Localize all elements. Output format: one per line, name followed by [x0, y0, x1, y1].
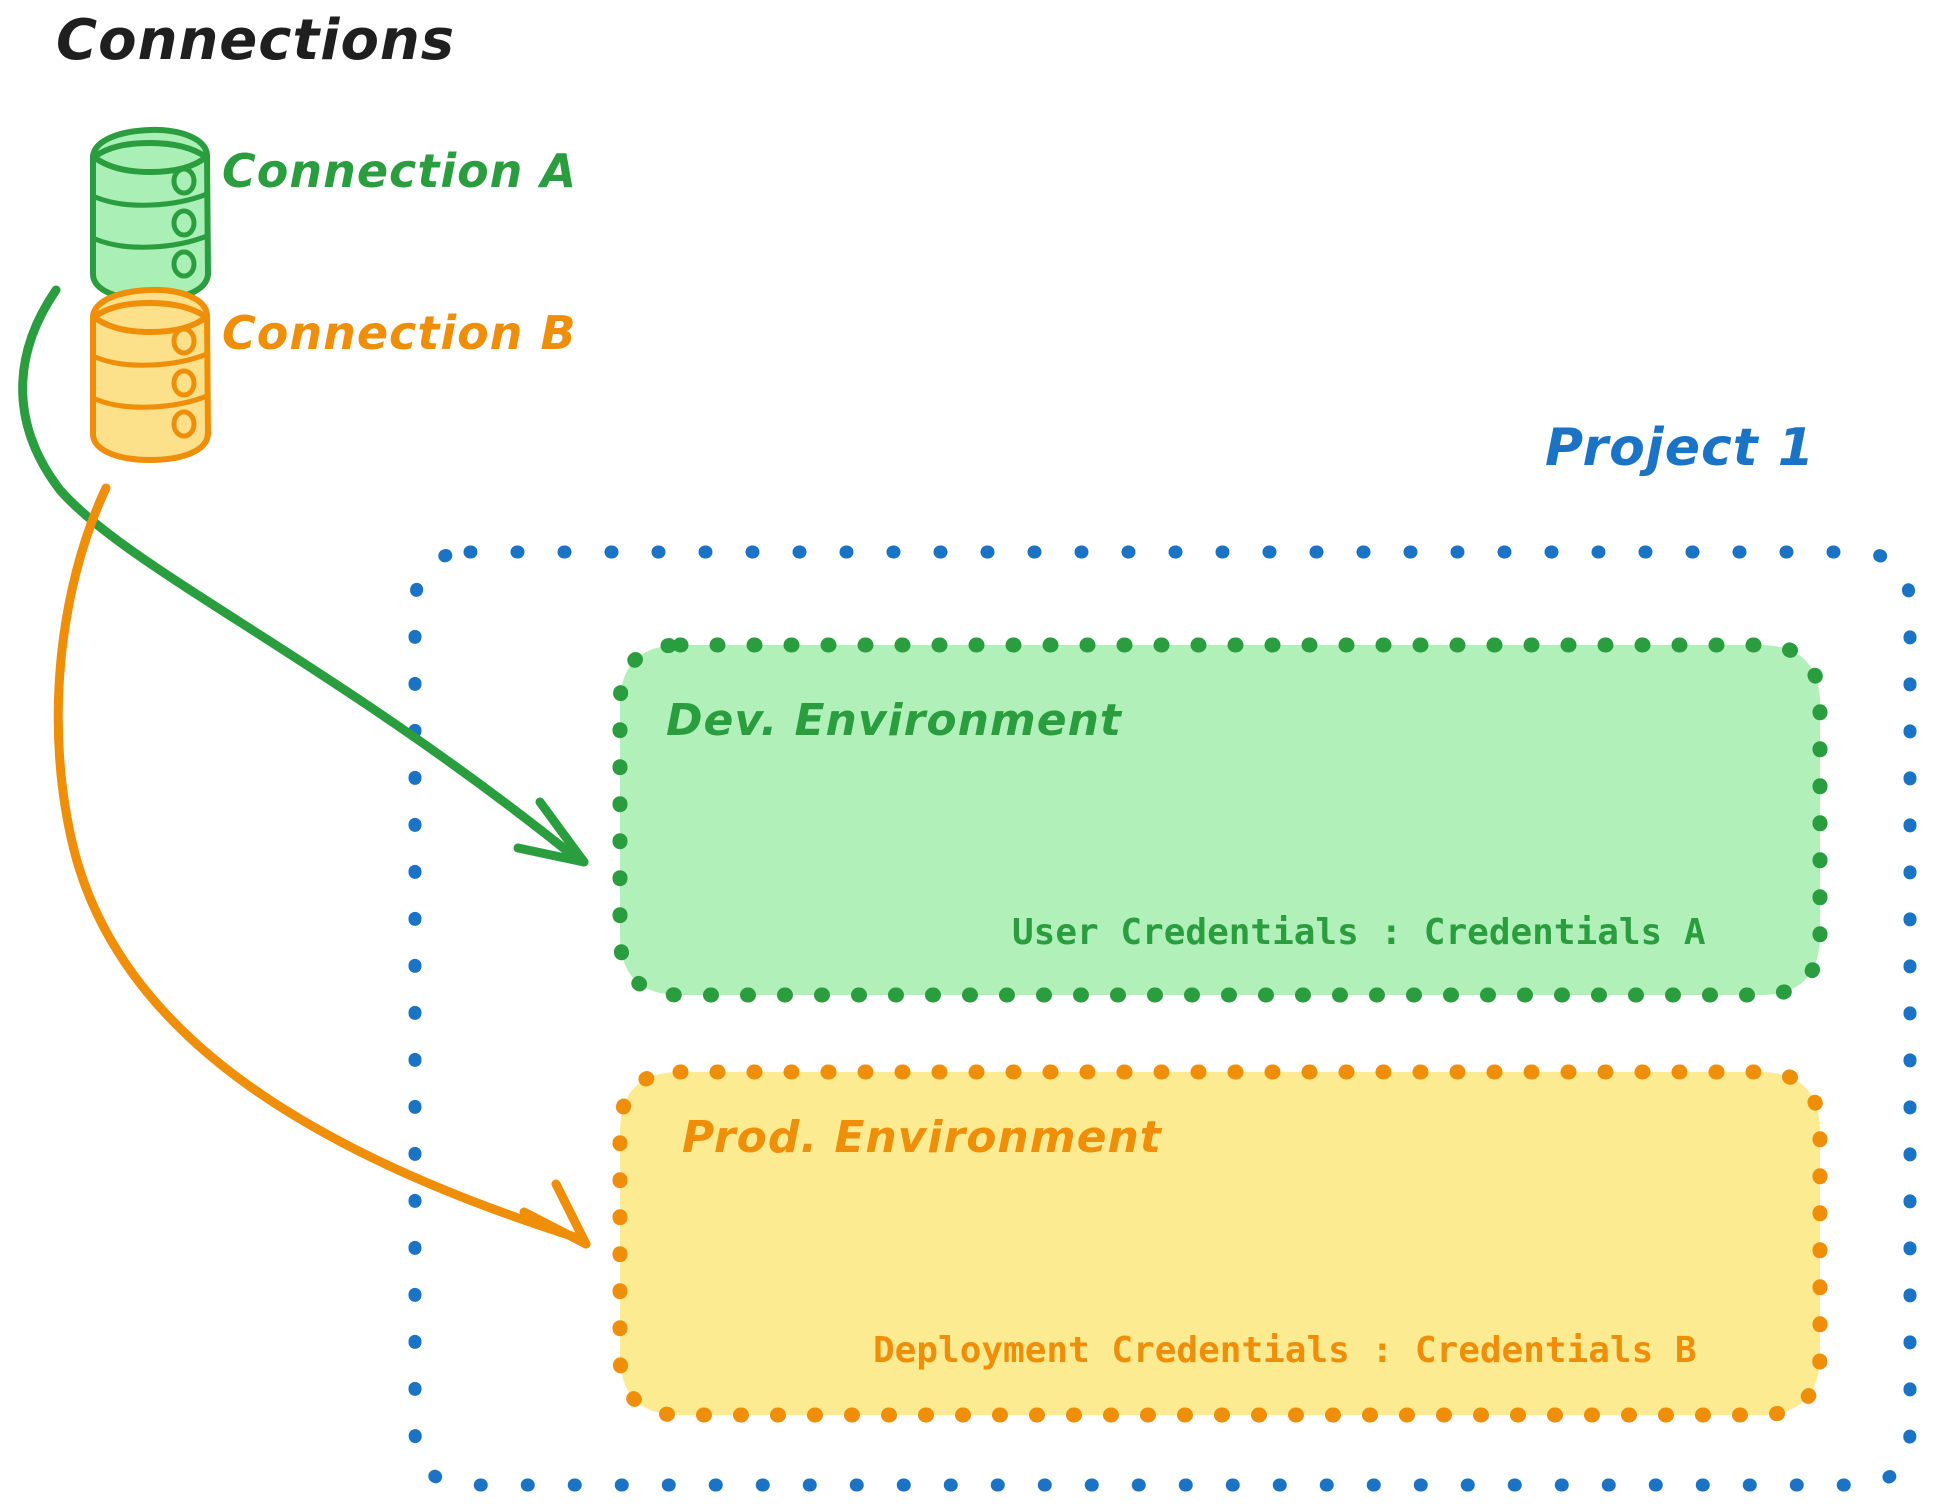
- db-a-led-1: [171, 166, 197, 196]
- db-a-top-ellipse: [91, 140, 209, 175]
- prod-environment-box[interactable]: [612, 1064, 1828, 1423]
- db-b-top-ellipse: [91, 300, 209, 335]
- db-a-divider-1: [92, 191, 210, 208]
- prod-environment-fill: [620, 1072, 1820, 1415]
- project-1-border: [408, 545, 1917, 1492]
- db-a-divider-2: [92, 233, 210, 250]
- project-1-label: Project 1: [1545, 418, 1815, 478]
- db-b-led-1: [171, 326, 197, 356]
- db-b-divider-2: [92, 393, 210, 410]
- prod-environment-border: [612, 1064, 1828, 1423]
- db-b-led-3: [171, 409, 197, 439]
- db-a-led-3: [171, 249, 197, 279]
- arrow-connection-b-to-prod: [53, 483, 591, 1249]
- prod-environment-title: Prod. Environment: [682, 1112, 1162, 1163]
- prod-environment-credentials: Deployment Credentials : Credentials B: [873, 1330, 1697, 1371]
- dev-environment-box[interactable]: [612, 637, 1828, 1003]
- db-b-led-2: [171, 368, 197, 398]
- page-title: Connections: [56, 8, 456, 73]
- database-cylinder-icon-connection-a[interactable]: [90, 126, 211, 303]
- connection-a-label[interactable]: Connection A: [222, 144, 578, 198]
- arrow-connection-a-to-dev: [18, 285, 589, 867]
- dev-environment-border: [612, 637, 1828, 1003]
- dev-environment-title: Dev. Environment: [666, 695, 1122, 746]
- project-1-container[interactable]: [408, 545, 1917, 1492]
- dev-environment-credentials: User Credentials : Credentials A: [1012, 912, 1706, 953]
- dev-environment-fill: [620, 645, 1820, 995]
- database-cylinder-icon-connection-b[interactable]: [90, 286, 211, 463]
- connection-b-label[interactable]: Connection B: [222, 306, 577, 360]
- db-a-led-2: [171, 208, 197, 238]
- db-b-divider-1: [92, 351, 210, 368]
